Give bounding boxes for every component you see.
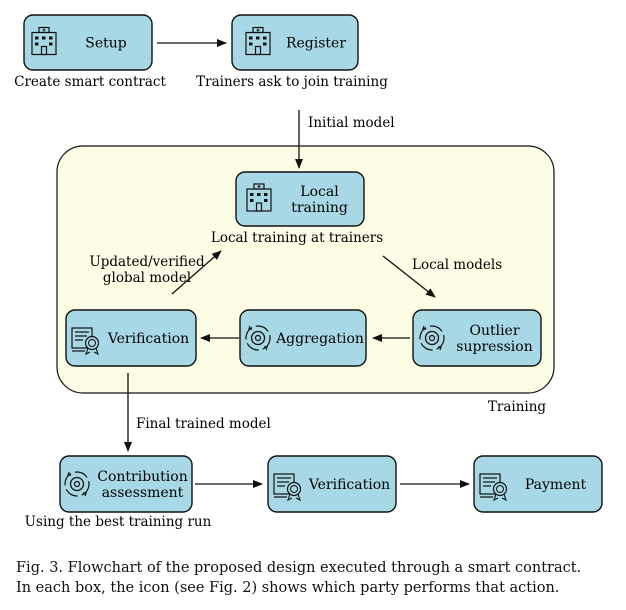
edge-label-updated-global-1: Updated/verified — [89, 254, 205, 270]
node-box-setup — [23, 14, 153, 71]
node-aggregation: Aggregation — [239, 309, 367, 367]
node-label-verification2-0: Verification — [308, 477, 390, 493]
node-label-verification1-0: Verification — [107, 331, 189, 347]
sublabel-contribution: Using the best training run — [25, 514, 212, 530]
node-label-contribution-1: assessment — [102, 485, 184, 501]
node-label-register-0: Register — [286, 36, 346, 52]
node-verification2: Verification — [267, 455, 397, 513]
node-label-payment-0: Payment — [525, 477, 587, 493]
node-box-verification1 — [65, 309, 197, 367]
node-label-outlier-1: supression — [456, 339, 532, 355]
sublabel-local: Local training at trainers — [211, 230, 383, 246]
node-box-verification2 — [267, 455, 397, 513]
node-label-local-0: Local — [300, 184, 339, 200]
training-group-label: Training — [488, 399, 547, 415]
node-label-local-1: training — [291, 200, 348, 216]
sublabel-setup: Create smart contract — [14, 74, 166, 90]
caption-line-1: Fig. 3. Flowchart of the proposed design… — [16, 560, 582, 576]
nodes: Setup RegisterLocaltrainingOutliersupress… — [23, 14, 603, 513]
edges — [124, 39, 470, 488]
node-setup: Setup — [23, 14, 153, 71]
edge-label-updated-global-2: global model — [103, 270, 191, 286]
node-label-aggregation-0: Aggregation — [275, 331, 364, 347]
caption-line-2: In each box, the icon (see Fig. 2) shows… — [16, 580, 560, 596]
edge-label-final-model: Final trained model — [136, 416, 271, 432]
node-box-local — [235, 171, 365, 227]
node-box-outlier — [412, 309, 542, 367]
edge-label-initial-model: Initial model — [308, 115, 395, 131]
edge-local-outlier — [382, 255, 436, 298]
node-register: Register — [231, 14, 359, 71]
node-label-outlier-0: Outlier — [469, 323, 519, 339]
node-label-setup-0: Setup — [85, 36, 127, 52]
node-box-aggregation — [239, 309, 367, 367]
node-payment: Payment — [473, 455, 603, 513]
node-box-contribution — [59, 455, 193, 513]
sublabel-register: Trainers ask to join training — [196, 74, 388, 90]
node-verification1: Verification — [65, 309, 197, 367]
node-label-contribution-0: Contribution — [97, 469, 187, 485]
edge-verification-local — [171, 250, 222, 295]
edge-label-local-models: Local models — [412, 257, 502, 273]
figure-caption: Fig. 3. Flowchart of the proposed design… — [16, 558, 616, 598]
node-box-payment — [473, 455, 603, 513]
